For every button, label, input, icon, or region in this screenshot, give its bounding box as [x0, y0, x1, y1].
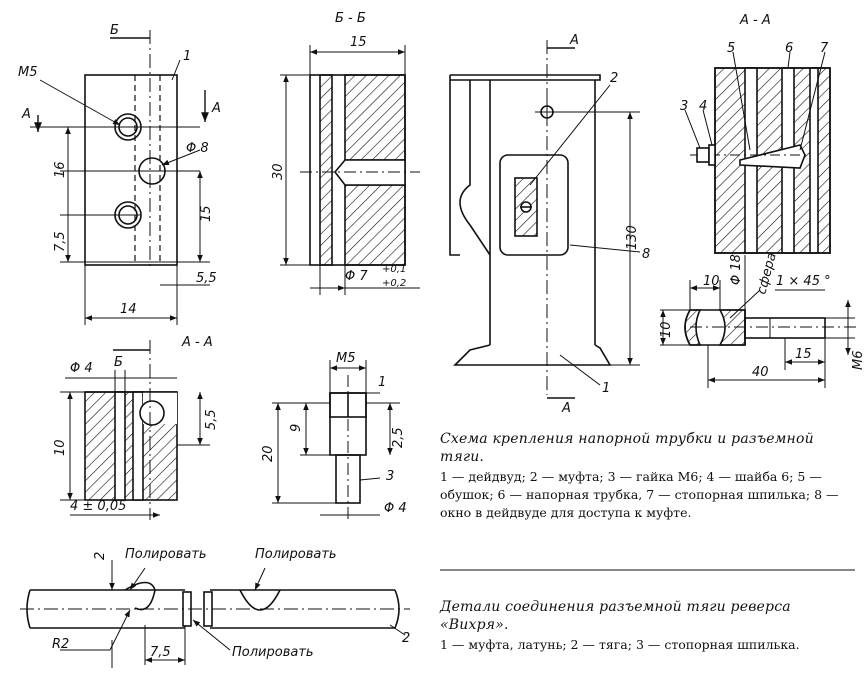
section-aa-bottom-label: А - А: [181, 335, 213, 350]
dim-phi4-pin: Φ 4: [384, 501, 407, 516]
dim-15: 15: [199, 205, 214, 222]
section-mark-a-center-bottom: А: [561, 401, 571, 416]
callout-2-scheme: 2: [610, 71, 618, 86]
section-mark-b: Б: [110, 23, 119, 38]
dim-5-5: 5,5: [196, 271, 217, 286]
dim-30: 30: [271, 163, 286, 180]
dim-16: 16: [53, 161, 68, 178]
note-polish-2: Полировать: [255, 547, 337, 562]
dim-chamfer: 1 × 45 °: [776, 274, 831, 289]
callout-1-coupling: 1: [183, 49, 191, 64]
dim-m5-pin: М5: [336, 351, 356, 366]
rods-view: [20, 560, 410, 668]
dim-r2: R2: [52, 637, 69, 652]
dim-7-5: 7,5: [53, 231, 68, 252]
section-aa-top-view: [684, 51, 831, 254]
section-aa-bottom-view: [60, 340, 210, 520]
dim-14: 14: [120, 302, 137, 317]
tol-plus-01: +0,1: [382, 264, 406, 275]
scheme-caption-legend: 1 — дейдвуд; 2 — муфта; 3 — гайка М6; 4 …: [440, 469, 839, 520]
callout-3-scheme: 3: [680, 99, 688, 114]
callout-7-scheme: 7: [820, 41, 829, 56]
callout-6-scheme: 6: [785, 41, 793, 56]
dim-1: 1: [378, 375, 386, 390]
dim-10b: 10: [659, 321, 674, 338]
note-polish-3: Полировать: [232, 645, 314, 660]
dim-2: 2: [93, 552, 108, 560]
details-caption: Детали соединения разъемной тяги реверса…: [440, 598, 858, 654]
dim-10: 10: [53, 439, 68, 456]
details-caption-title: Детали соединения разъемной тяги реверса…: [440, 599, 791, 633]
dim-m5: М5: [18, 65, 38, 80]
dim-phi7: Φ 7: [345, 269, 368, 284]
callout-3-pin: 3: [386, 469, 394, 484]
scheme-caption: Схема крепления напорной трубки и разъем…: [440, 430, 858, 522]
dim-2-5: 2,5: [391, 427, 406, 448]
callout-5-scheme: 5: [727, 41, 735, 56]
dim-40: 40: [752, 365, 769, 380]
section-bb-view: [280, 45, 420, 295]
dim-phi18: Φ 18: [729, 254, 744, 285]
dim-4-tol: 4 ± 0,05: [70, 499, 126, 514]
section-mark-a-right: А: [211, 101, 221, 116]
dim-130: 130: [625, 225, 640, 250]
section-mark-b-bottom: Б: [114, 355, 123, 370]
deadwood-scheme-view: [449, 40, 641, 399]
dim-phi4: Φ 4: [70, 361, 93, 376]
dim-20: 20: [261, 445, 276, 462]
coupling-front-view: [30, 30, 210, 325]
dim-15b: 15: [795, 347, 812, 362]
details-caption-legend: 1 — муфта, латунь; 2 — тяга; 3 — стопорн…: [440, 637, 800, 652]
dim-10c: 10: [703, 274, 720, 289]
section-mark-a-left: А: [21, 107, 31, 122]
dim-15-top: 15: [350, 35, 367, 50]
dim-m6: М6: [851, 351, 864, 371]
callout-1-scheme: 1: [602, 381, 610, 396]
scheme-caption-title: Схема крепления напорной трубки и разъем…: [440, 431, 814, 465]
tol-plus-02: +0,2: [382, 278, 406, 289]
coupling-sleeve-view: [660, 255, 860, 388]
callout-2-rod: 2: [402, 631, 410, 646]
callout-4-scheme: 4: [699, 99, 707, 114]
section-bb-label: Б - Б: [335, 11, 366, 26]
dim-phi8: Φ 8: [186, 141, 209, 156]
note-polish-1: Полировать: [125, 547, 207, 562]
stop-pin-view: [272, 360, 400, 520]
section-mark-a-center-top: А: [569, 33, 579, 48]
section-aa-top-label: А - А: [739, 13, 771, 28]
dim-9: 9: [289, 424, 304, 432]
callout-8-scheme: 8: [642, 247, 650, 262]
dim-7-5b: 7,5: [150, 645, 171, 660]
dim-5-5b: 5,5: [204, 409, 219, 430]
